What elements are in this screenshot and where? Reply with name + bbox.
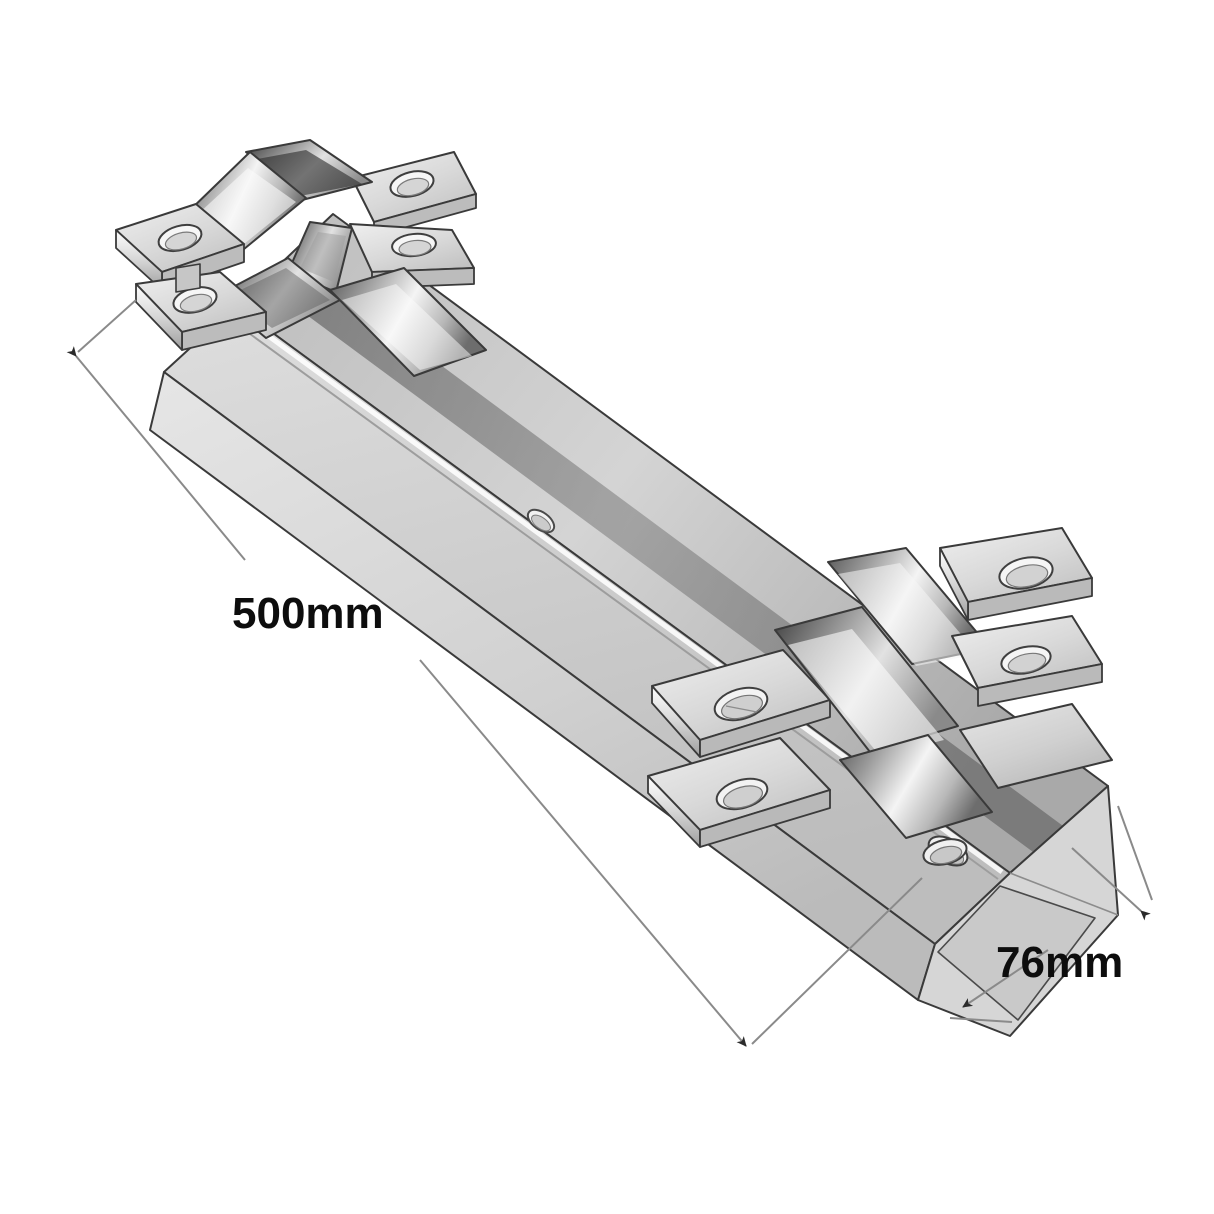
bracket-ul-tab-lower-left-side bbox=[135, 283, 183, 351]
dimension-76mm-label: 76mm bbox=[996, 938, 1123, 987]
bracket-ul-hole-2 bbox=[157, 223, 203, 253]
bracket-br-tab-middle-right-edge bbox=[977, 663, 1103, 707]
lower-right-bracket bbox=[647, 527, 1113, 866]
dim-500-ext-line-end bbox=[751, 877, 923, 1045]
beam-centre-hole bbox=[526, 508, 556, 534]
bracket-ul-hole-1 bbox=[389, 170, 435, 198]
bracket-br-strap-cross-highlight bbox=[788, 629, 944, 756]
bracket-ul-gusset-shade bbox=[300, 232, 346, 282]
dimension-500mm bbox=[66, 299, 923, 1047]
dimension-500mm-label: 500mm bbox=[232, 589, 384, 638]
dim-76-ext-line-bottom bbox=[949, 1017, 1013, 1023]
bracket-br-strap-upper-highlight bbox=[838, 563, 978, 666]
bracket-br-strap-lower bbox=[839, 734, 993, 839]
bracket-br-tab-rear-left-front-edge bbox=[699, 699, 831, 758]
dim-76-line-lower bbox=[962, 949, 1049, 1008]
bracket-br-tab-front-left-front-edge bbox=[699, 789, 831, 848]
bracket-br-hole-2 bbox=[715, 777, 769, 811]
dim-76-ext-line-top bbox=[1117, 805, 1153, 901]
bracket-br-tab-upper-right-side bbox=[939, 547, 969, 621]
beam-end-cavity bbox=[937, 885, 1096, 1021]
dim-76-line-upper bbox=[1071, 847, 1151, 921]
dim-500-ext-line-start bbox=[77, 299, 137, 353]
beam-end-cap-crease bbox=[1009, 872, 1119, 916]
dim-500-line-upper bbox=[66, 346, 246, 561]
upper-left-bracket bbox=[115, 139, 487, 377]
dim-500-line-lower bbox=[419, 659, 747, 1047]
bracket-ul-spacer-post bbox=[175, 263, 201, 293]
dimension-76mm bbox=[949, 805, 1153, 1023]
bracket-br-hole-4 bbox=[1000, 645, 1052, 675]
bracket-ul-hole-3 bbox=[391, 232, 437, 258]
bracket-ul-strap-top-shadow bbox=[252, 150, 362, 196]
bracket-br-hole-1 bbox=[713, 686, 769, 722]
bracket-br-flange-lower-right bbox=[959, 703, 1113, 789]
bracket-br-hole-5 bbox=[922, 838, 968, 866]
bracket-br-hole-3 bbox=[998, 556, 1054, 590]
bracket-ul-strap-onto-beam-highlight bbox=[342, 284, 472, 370]
